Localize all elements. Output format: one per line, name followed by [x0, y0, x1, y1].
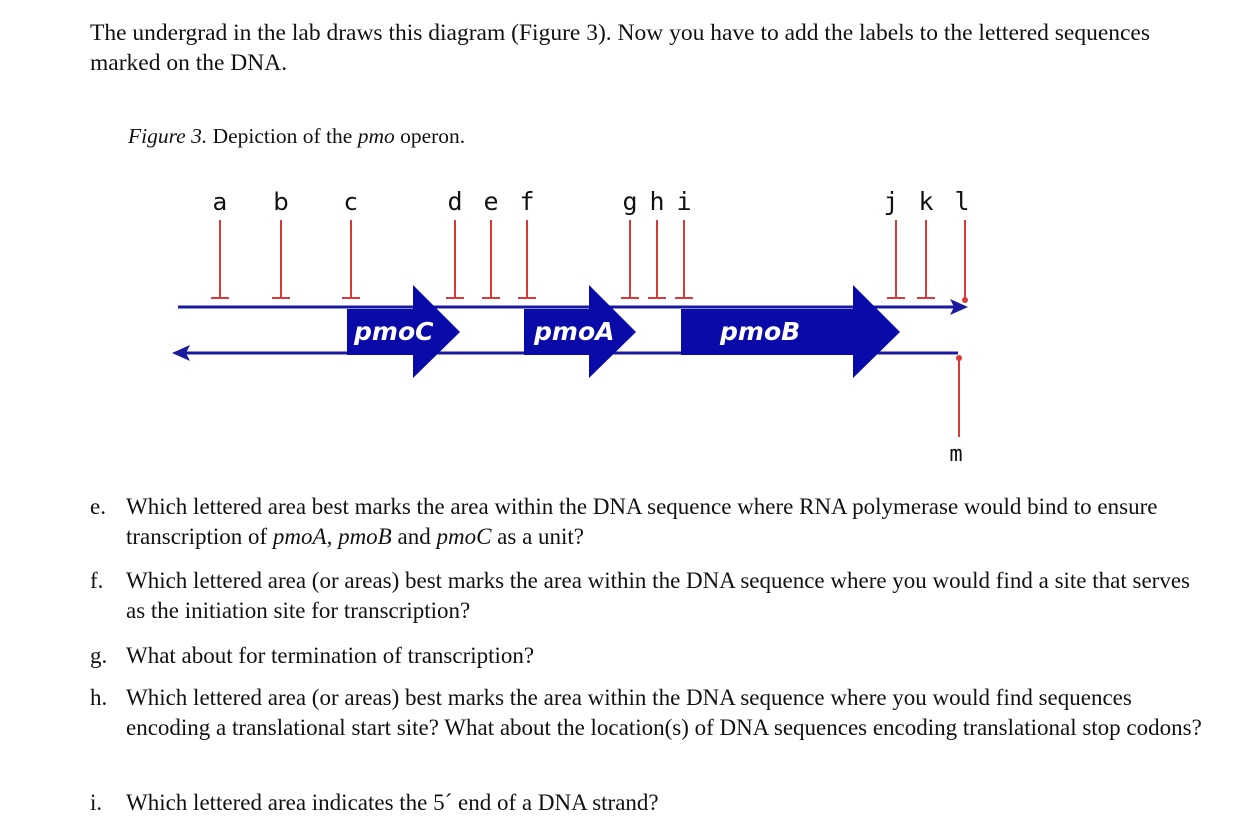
marker-m-end-dot — [956, 355, 962, 361]
label-b: b — [273, 188, 288, 216]
bottom-strand-arrowhead — [172, 345, 190, 361]
question-h-text: Which lettered area (or areas) best mark… — [126, 685, 1202, 740]
question-g-letter: g. — [90, 643, 108, 668]
operon-diagram: pmoC pmoA pmoB a b c d e f g h i j k l m — [172, 187, 970, 467]
pmob-gene-arrow — [681, 285, 900, 378]
caption-text-1: Depiction of the — [207, 124, 358, 148]
figure-number: Figure 3. — [128, 124, 208, 148]
label-j: j — [883, 187, 898, 216]
pmob-label: pmoB — [719, 317, 800, 346]
intro-text: The undergrad in the lab draws this diag… — [90, 20, 1151, 76]
question-e-part1: Which lettered area best marks the area … — [126, 494, 1158, 549]
figure-caption: Figure 3. Depiction of the pmo operon. — [128, 124, 465, 149]
question-i-letter: i. — [90, 790, 103, 815]
question-f-letter: f. — [90, 568, 104, 593]
question-e-part2: and — [391, 524, 437, 549]
pmoc-gene-arrow — [347, 285, 460, 378]
label-l: l — [954, 187, 969, 216]
pmoa-label: pmoA — [533, 317, 614, 346]
marker-i — [675, 220, 693, 299]
marker-a — [211, 220, 229, 299]
question-e: e. Which lettered area best marks the ar… — [90, 492, 1210, 552]
question-i: i. Which lettered area indicates the 5´ … — [90, 788, 1210, 818]
marker-c — [342, 220, 360, 299]
label-g: g — [622, 187, 637, 216]
marker-d — [446, 220, 464, 299]
marker-b — [272, 220, 290, 299]
label-i: i — [676, 187, 691, 216]
marker-l-end-dot — [962, 297, 968, 303]
pmoc-label: pmoC — [353, 317, 434, 346]
marker-e — [482, 220, 500, 299]
marker-k — [917, 220, 935, 299]
pmoa-gene-arrow — [524, 285, 636, 378]
label-k: k — [918, 187, 933, 216]
label-d: d — [447, 187, 462, 216]
label-h: h — [649, 187, 664, 216]
label-f: f — [519, 187, 534, 216]
label-c: c — [344, 188, 357, 216]
question-e-part3: as a unit? — [491, 524, 585, 549]
caption-text-2: operon. — [394, 124, 466, 148]
question-e-gene: pmoC — [436, 524, 492, 549]
question-g-text: What about for termination of transcript… — [126, 643, 535, 668]
marker-h — [648, 220, 666, 299]
marker-g — [621, 220, 639, 299]
question-g: g. What about for termination of transcr… — [90, 641, 1210, 671]
question-h: h. Which lettered area (or areas) best m… — [90, 683, 1210, 743]
marker-f — [518, 220, 536, 299]
question-e-letter: e. — [90, 494, 106, 519]
question-f: f. Which lettered area (or areas) best m… — [90, 566, 1210, 626]
label-m: m — [949, 442, 962, 467]
caption-gene: pmo — [357, 124, 395, 148]
label-a: a — [213, 188, 228, 216]
question-e-text: Which lettered area best marks the area … — [126, 492, 1210, 552]
question-h-letter: h. — [90, 685, 108, 710]
question-f-text: Which lettered area (or areas) best mark… — [126, 568, 1190, 623]
question-e-genes: pmoA, pmoB — [272, 524, 392, 549]
top-strand-arrowhead — [950, 299, 968, 315]
question-i-text: Which lettered area indicates the 5´ end… — [126, 790, 659, 815]
label-e: e — [483, 187, 498, 216]
marker-j — [887, 220, 905, 299]
